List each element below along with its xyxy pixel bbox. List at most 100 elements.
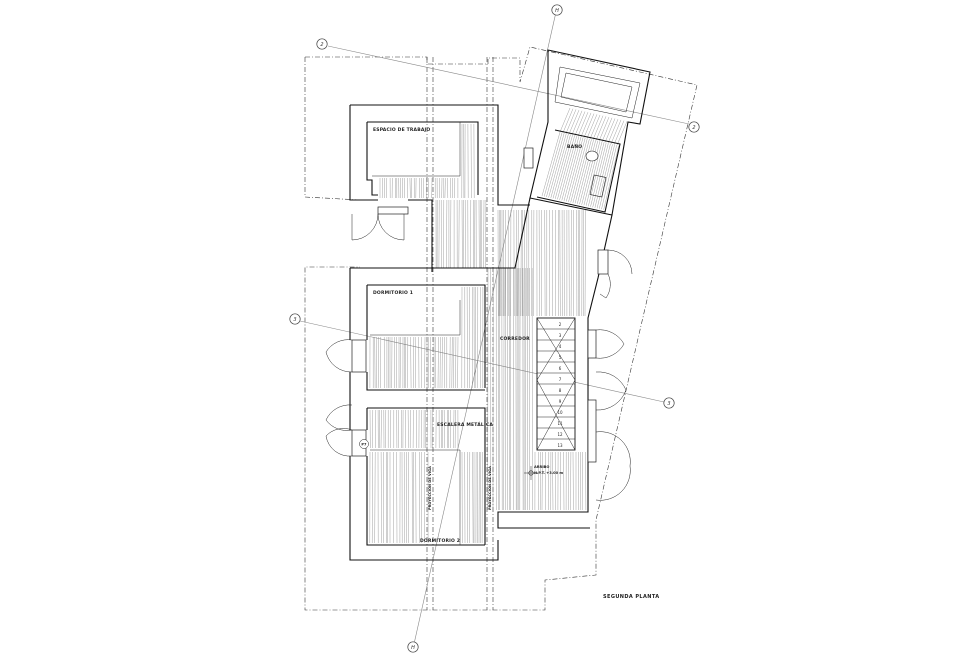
wood-grain-line	[594, 143, 611, 208]
walls	[349, 49, 651, 561]
wood-grain-line	[574, 111, 586, 136]
door-bedroom-2: P7	[325, 404, 369, 457]
wood-grain-line	[572, 138, 590, 203]
stair-step-number: 9	[559, 399, 562, 404]
wood-grain-line	[568, 137, 586, 202]
wood-grain-line	[586, 114, 598, 139]
wood-grain-line	[583, 141, 601, 206]
axis-h-bottom-label: H	[411, 645, 415, 651]
wood-grain-line	[598, 117, 610, 142]
wood-grain-line	[548, 133, 567, 198]
door-tag-label: P7	[361, 443, 367, 447]
wood-grain-line	[399, 336, 401, 389]
stair-step-number: 4	[559, 344, 562, 349]
wood-grain-line	[580, 112, 592, 137]
wood-grain-line	[570, 209, 572, 317]
stair-step-number: 12	[557, 432, 563, 437]
wood-grain-line	[599, 144, 615, 209]
stair-step-number: 8	[559, 388, 562, 393]
wood-grain-line	[559, 107, 571, 133]
wall-note-2: PROYECCION DE VIGA	[488, 466, 492, 510]
wood-grain-line	[451, 336, 453, 389]
axis-3-right-label: 3	[667, 401, 670, 407]
wood-grain-line	[577, 112, 589, 137]
wood-grain-line	[380, 409, 382, 449]
wood-grain-line	[563, 136, 582, 201]
axis-bubble-2-right: 2	[688, 121, 700, 133]
wood-grain-line	[601, 145, 617, 210]
room-label-bedroom-1: DORMITORIO 1	[373, 290, 413, 296]
wood-grain-line	[577, 139, 594, 204]
wood-grain-line	[424, 336, 426, 389]
axis-3-left-label: 3	[293, 317, 296, 323]
wood-grain-line	[607, 119, 619, 144]
wood-grain-line	[574, 139, 592, 204]
wood-grain-line	[552, 134, 571, 199]
axis-bubble-h-top: H	[551, 4, 563, 16]
wood-grain-line	[588, 142, 605, 207]
wood-grain-line	[570, 138, 588, 203]
wood-grain-line	[559, 209, 561, 317]
wood-grain-line	[585, 141, 603, 206]
wood-grain-line	[555, 134, 573, 199]
wood-grain-line	[604, 118, 616, 143]
wood-grain-line	[437, 336, 439, 389]
wood-grain-line	[374, 451, 376, 544]
door-bedroom-1	[325, 339, 367, 373]
wood-grain-line	[613, 120, 625, 145]
axis-bubble-h-bottom: H	[407, 641, 419, 653]
stair-step-number: 2	[559, 322, 562, 327]
room-label-bedroom-2: DORMITORIO 2	[420, 538, 460, 544]
wood-grain-line	[483, 199, 485, 269]
axis-2-right-label: 2	[692, 125, 695, 131]
wood-grain-line	[557, 135, 575, 200]
windows-stair-east	[587, 329, 631, 501]
wood-grain-line	[410, 336, 412, 389]
stair-step-number: 6	[559, 366, 562, 371]
wood-grain-line	[453, 409, 455, 449]
wood-grain-line	[616, 121, 628, 146]
wood-grain-line	[610, 119, 622, 144]
arrival-marker	[524, 466, 538, 480]
stair-step-number: 13	[557, 443, 563, 448]
axis-bubble-3-left: 3	[289, 313, 301, 325]
wood-grain-line	[544, 132, 563, 197]
drawing-title: SEGUNDA PLANTA	[603, 594, 660, 600]
wood-grain-line	[446, 199, 448, 269]
wood-grain-line	[590, 142, 607, 207]
wood-grain-line	[562, 108, 574, 133]
stair-step-number: 11	[557, 421, 563, 426]
room-label-metal-stair: ESCALERA METÁLICA	[437, 421, 493, 428]
arrival-level-label: N.P.T. +3.00 m	[534, 471, 563, 475]
wood-grain-line	[552, 451, 554, 511]
wall-note-1: PROYECCION DE VIGA	[428, 466, 432, 510]
wood-grain-line	[411, 451, 413, 544]
wood-grain-line	[504, 209, 506, 317]
room-label-bathroom: BAÑO	[567, 143, 582, 150]
axis-bubble-2-top: 2	[316, 38, 328, 50]
wood-grain-line	[565, 109, 577, 134]
door-corridor-east	[597, 249, 633, 299]
wood-grain-line	[450, 177, 451, 199]
stair-step-number: 10	[557, 410, 563, 415]
wood-grain-line	[596, 144, 613, 209]
wood-grain-line	[601, 117, 613, 142]
wood-grain-line	[603, 145, 619, 210]
wood-grain-line	[595, 116, 607, 141]
wood-grain-line	[390, 409, 391, 449]
wood-grain-line	[559, 135, 577, 200]
wood-grain-line	[568, 110, 580, 135]
stair-step-number: 3	[559, 333, 562, 338]
wood-grain-line	[469, 451, 470, 544]
stair-step-number: 7	[559, 377, 562, 382]
wood-grain-line	[571, 110, 583, 135]
wood-grain-line	[550, 133, 569, 199]
wood-grain-line	[546, 132, 565, 198]
wood-grain-line	[472, 451, 474, 544]
wood-grain-line	[541, 131, 561, 197]
wood-grain-line	[592, 115, 604, 140]
axis-bubble-3-right: 3	[663, 397, 675, 409]
wood-grain-line	[583, 113, 595, 138]
window-bathroom-west	[523, 147, 534, 169]
